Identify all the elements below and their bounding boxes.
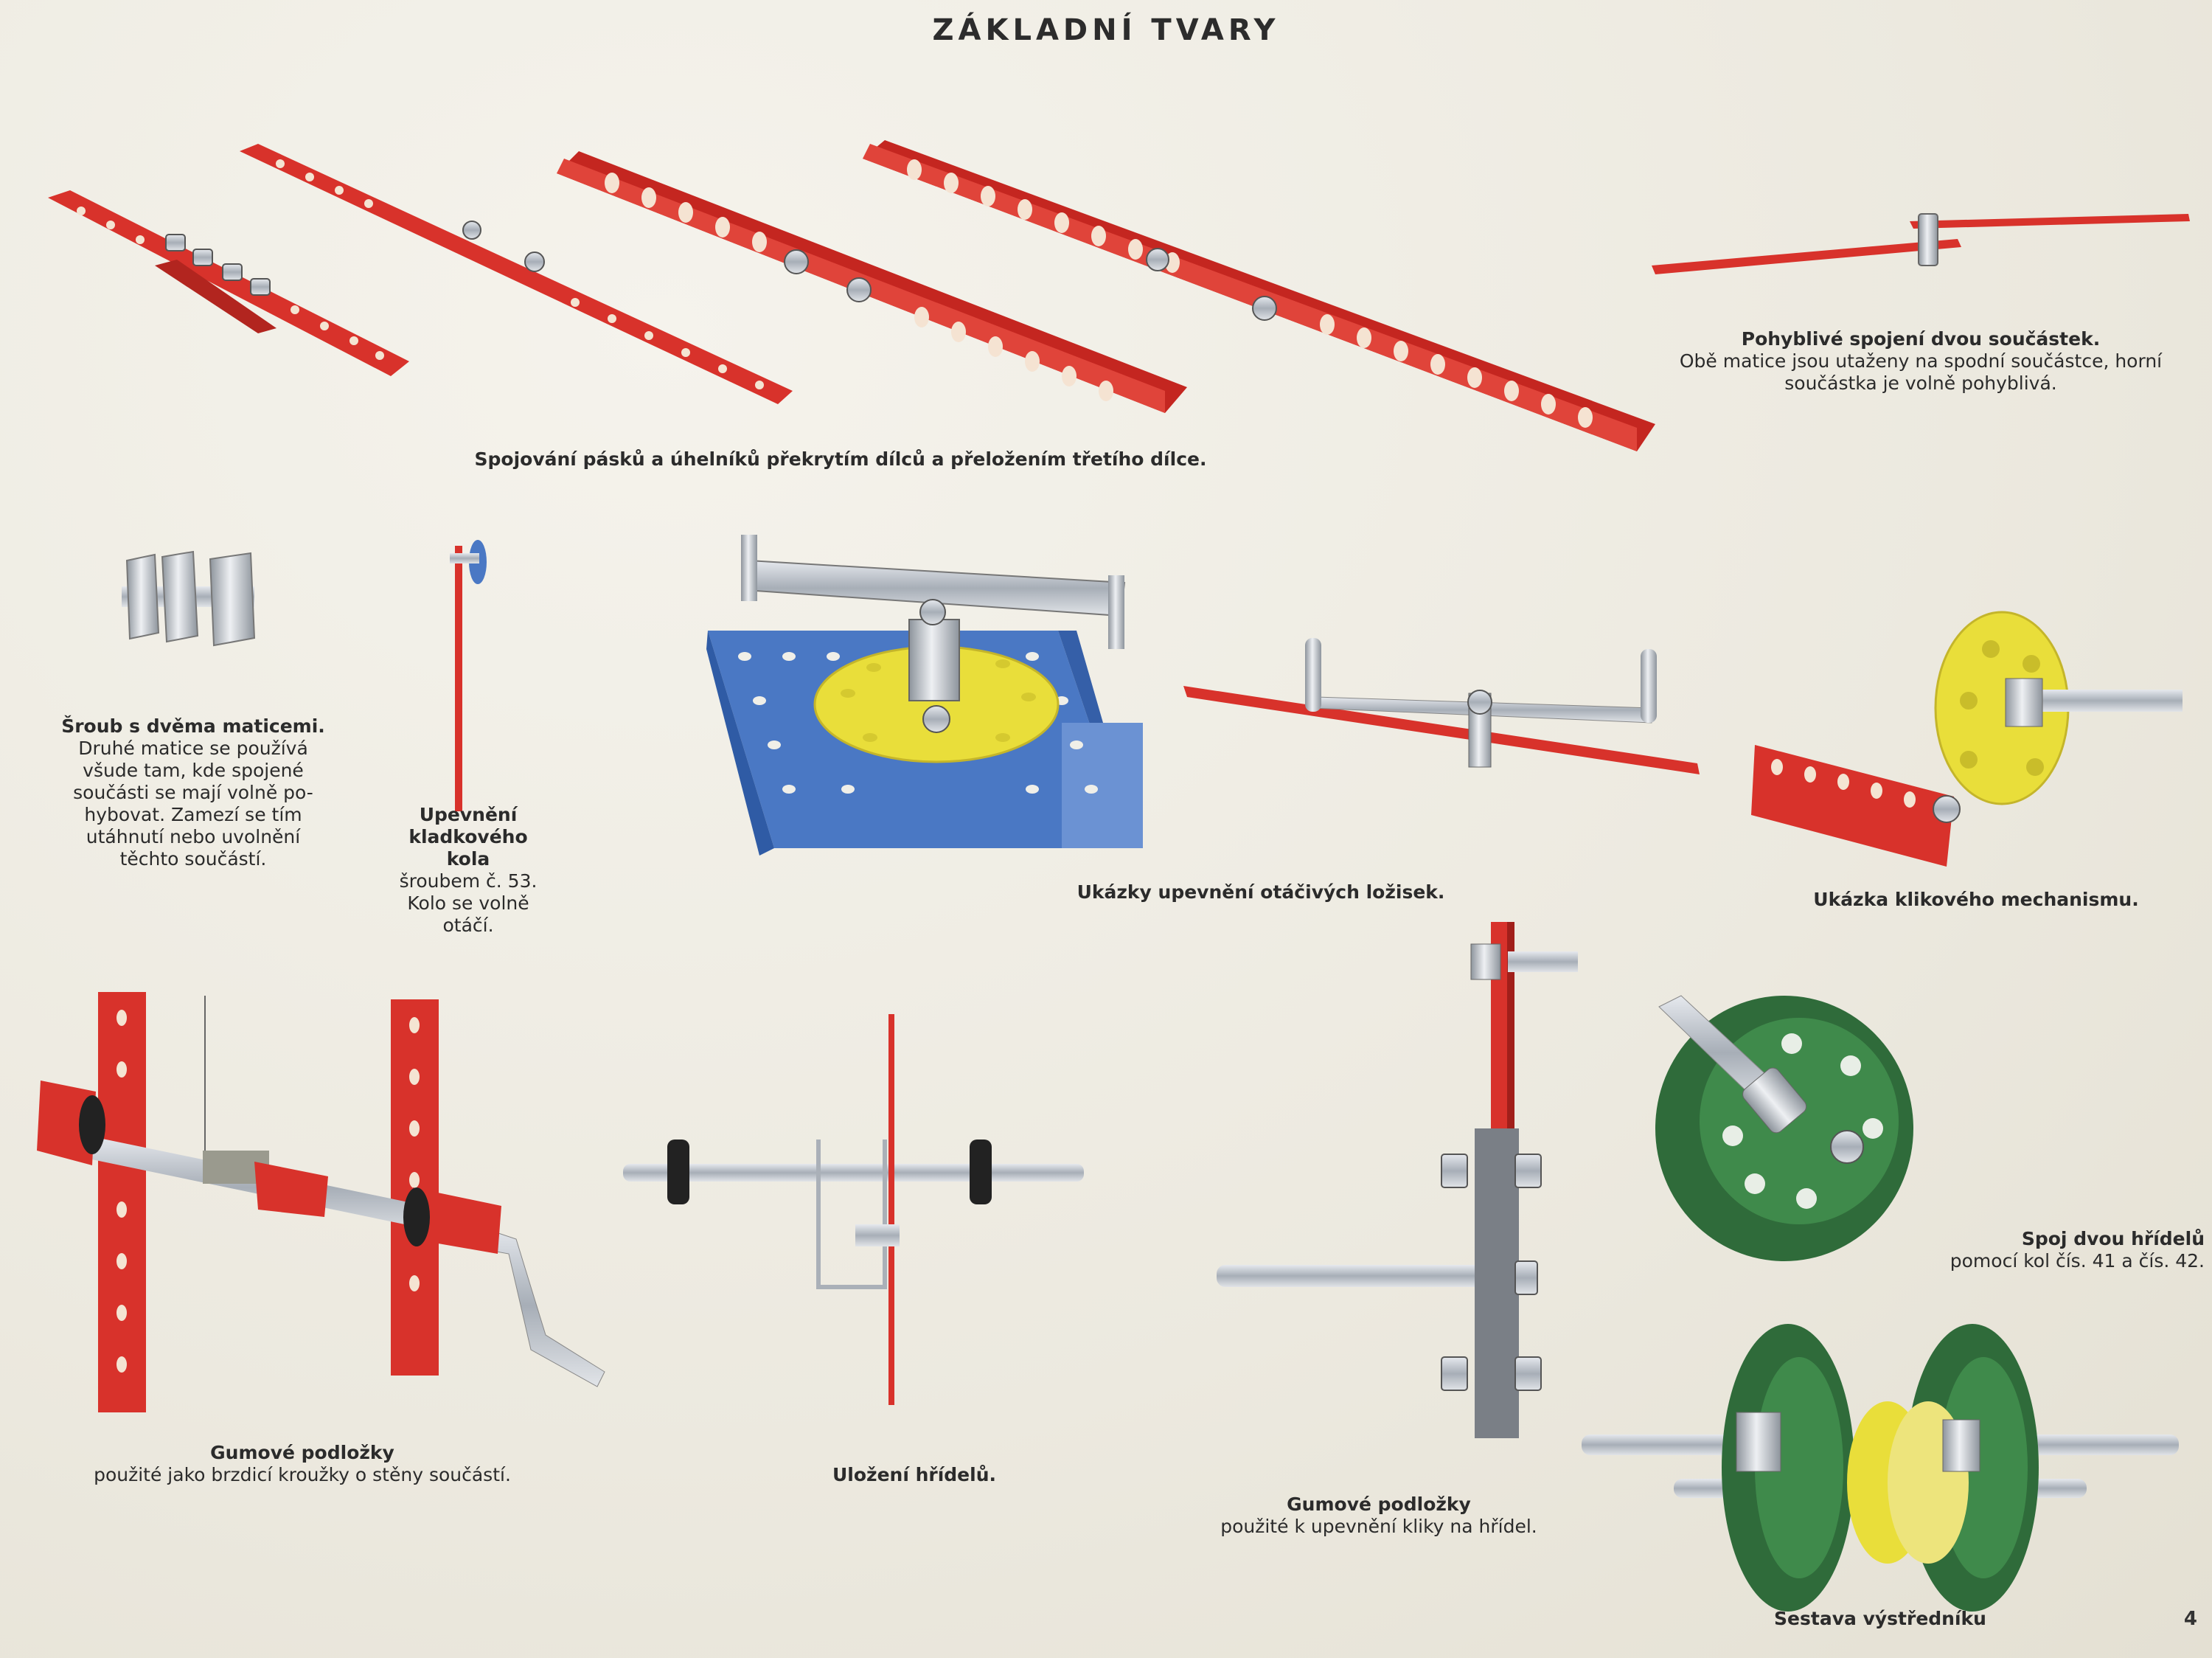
screw-two-nuts bbox=[122, 550, 256, 647]
caption-eccentric: Sestava výstředníku bbox=[1696, 1608, 2065, 1630]
rubber-brake-assembly bbox=[37, 992, 605, 1412]
crank-shaft-assembly bbox=[1217, 922, 1578, 1438]
caption-shafts: Uložení hřídelů. bbox=[759, 1464, 1069, 1486]
caption-eccentric-text: Sestava výstředníku bbox=[1774, 1608, 1986, 1629]
crank-mechanism bbox=[1751, 611, 2183, 867]
caption-screw-title: Šroub s dvěma maticemi. bbox=[61, 715, 325, 737]
caption-rubber-crank: Gumové podložky použité k upevnění kliky… bbox=[1165, 1494, 1593, 1538]
caption-screw-line: utáhnutí nebo uvolnění bbox=[86, 826, 301, 847]
caption-movable-line1: Obě matice jsou utaženy na spodní součás… bbox=[1679, 350, 2163, 372]
caption-pulley-line: šroubem č. 53. bbox=[399, 870, 538, 892]
caption-screw-two-nuts: Šroub s dvěma maticemi. Druhé matice se … bbox=[46, 715, 341, 870]
page-title: ZÁKLADNÍ TVARY bbox=[932, 13, 1280, 47]
caption-pulley-title: kola bbox=[446, 848, 490, 870]
caption-strip-joining-text: Spojování pásků a úhelníků překrytím díl… bbox=[474, 448, 1207, 470]
caption-bearings: Ukázky upevnění otáčivých ložisek. bbox=[1003, 881, 1519, 903]
pulley-rod bbox=[450, 540, 487, 811]
caption-screw-line: Druhé matice se používá bbox=[78, 738, 308, 759]
caption-shaft-join-title: Spoj dvou hřídelů bbox=[2021, 1228, 2205, 1249]
caption-screw-line: součásti se mají volně po- bbox=[73, 782, 313, 803]
caption-screw-line: všude tam, kde spojené bbox=[83, 760, 304, 781]
eccentric-assembly bbox=[1582, 1324, 2179, 1612]
caption-shafts-text: Uložení hřídelů. bbox=[832, 1464, 997, 1485]
strip-pair-1 bbox=[48, 190, 409, 376]
angle-girder-1 bbox=[557, 151, 1187, 413]
caption-pulley-line: otáčí. bbox=[442, 915, 494, 936]
bearing-strip bbox=[1183, 638, 1700, 774]
caption-shaft-join-text: pomocí kol čís. 41 a čís. 42. bbox=[1950, 1250, 2205, 1272]
pulley-join bbox=[1655, 995, 1913, 1261]
page-number: 4 bbox=[2183, 1608, 2197, 1630]
caption-movable-joint: Pohyblivé spojení dvou součástek. Obě ma… bbox=[1644, 328, 2197, 395]
caption-rubber-brake-title: Gumové podložky bbox=[210, 1442, 394, 1463]
caption-movable-line2: součástka je volně pohyblivá. bbox=[1784, 372, 2057, 394]
caption-screw-line: těchto součástí. bbox=[119, 848, 267, 870]
caption-screw-line: hybovat. Zamezí se tím bbox=[84, 804, 302, 825]
caption-pulley-title: Upevnění bbox=[419, 804, 518, 825]
caption-shaft-join: Spoj dvou hřídelů pomocí kol čís. 41 a č… bbox=[1865, 1228, 2205, 1272]
movable-joint bbox=[1652, 213, 2190, 274]
caption-strip-joining: Spojování pásků a úhelníků překrytím díl… bbox=[398, 448, 1283, 471]
caption-rubber-crank-text: použité k upevnění kliky na hřídel. bbox=[1220, 1516, 1537, 1537]
bolt-cluster bbox=[165, 234, 271, 296]
caption-crank-text: Ukázka klikového mechanismu. bbox=[1813, 889, 2139, 910]
caption-pulley-line: Kolo se volně bbox=[407, 892, 529, 914]
caption-crank: Ukázka klikového mechanismu. bbox=[1755, 889, 2197, 911]
caption-rubber-crank-title: Gumové podložky bbox=[1287, 1494, 1471, 1515]
bearing-plate bbox=[706, 535, 1143, 856]
caption-pulley-title: kladkového bbox=[408, 826, 528, 847]
caption-rubber-brake-text: použité jako brzdicí kroužky o stěny sou… bbox=[94, 1464, 511, 1485]
caption-bearings-text: Ukázky upevnění otáčivých ložisek. bbox=[1077, 881, 1445, 903]
caption-pulley-mount: Upevnění kladkového kola šroubem č. 53. … bbox=[376, 804, 560, 937]
caption-movable-title: Pohyblivé spojení dvou součástek. bbox=[1741, 328, 2101, 350]
caption-rubber-brake: Gumové podložky použité jako brzdicí kro… bbox=[44, 1442, 560, 1486]
strip-pair-2 bbox=[240, 144, 793, 404]
angle-girder-2 bbox=[863, 140, 1655, 451]
shaft-mounting bbox=[623, 1014, 1084, 1405]
